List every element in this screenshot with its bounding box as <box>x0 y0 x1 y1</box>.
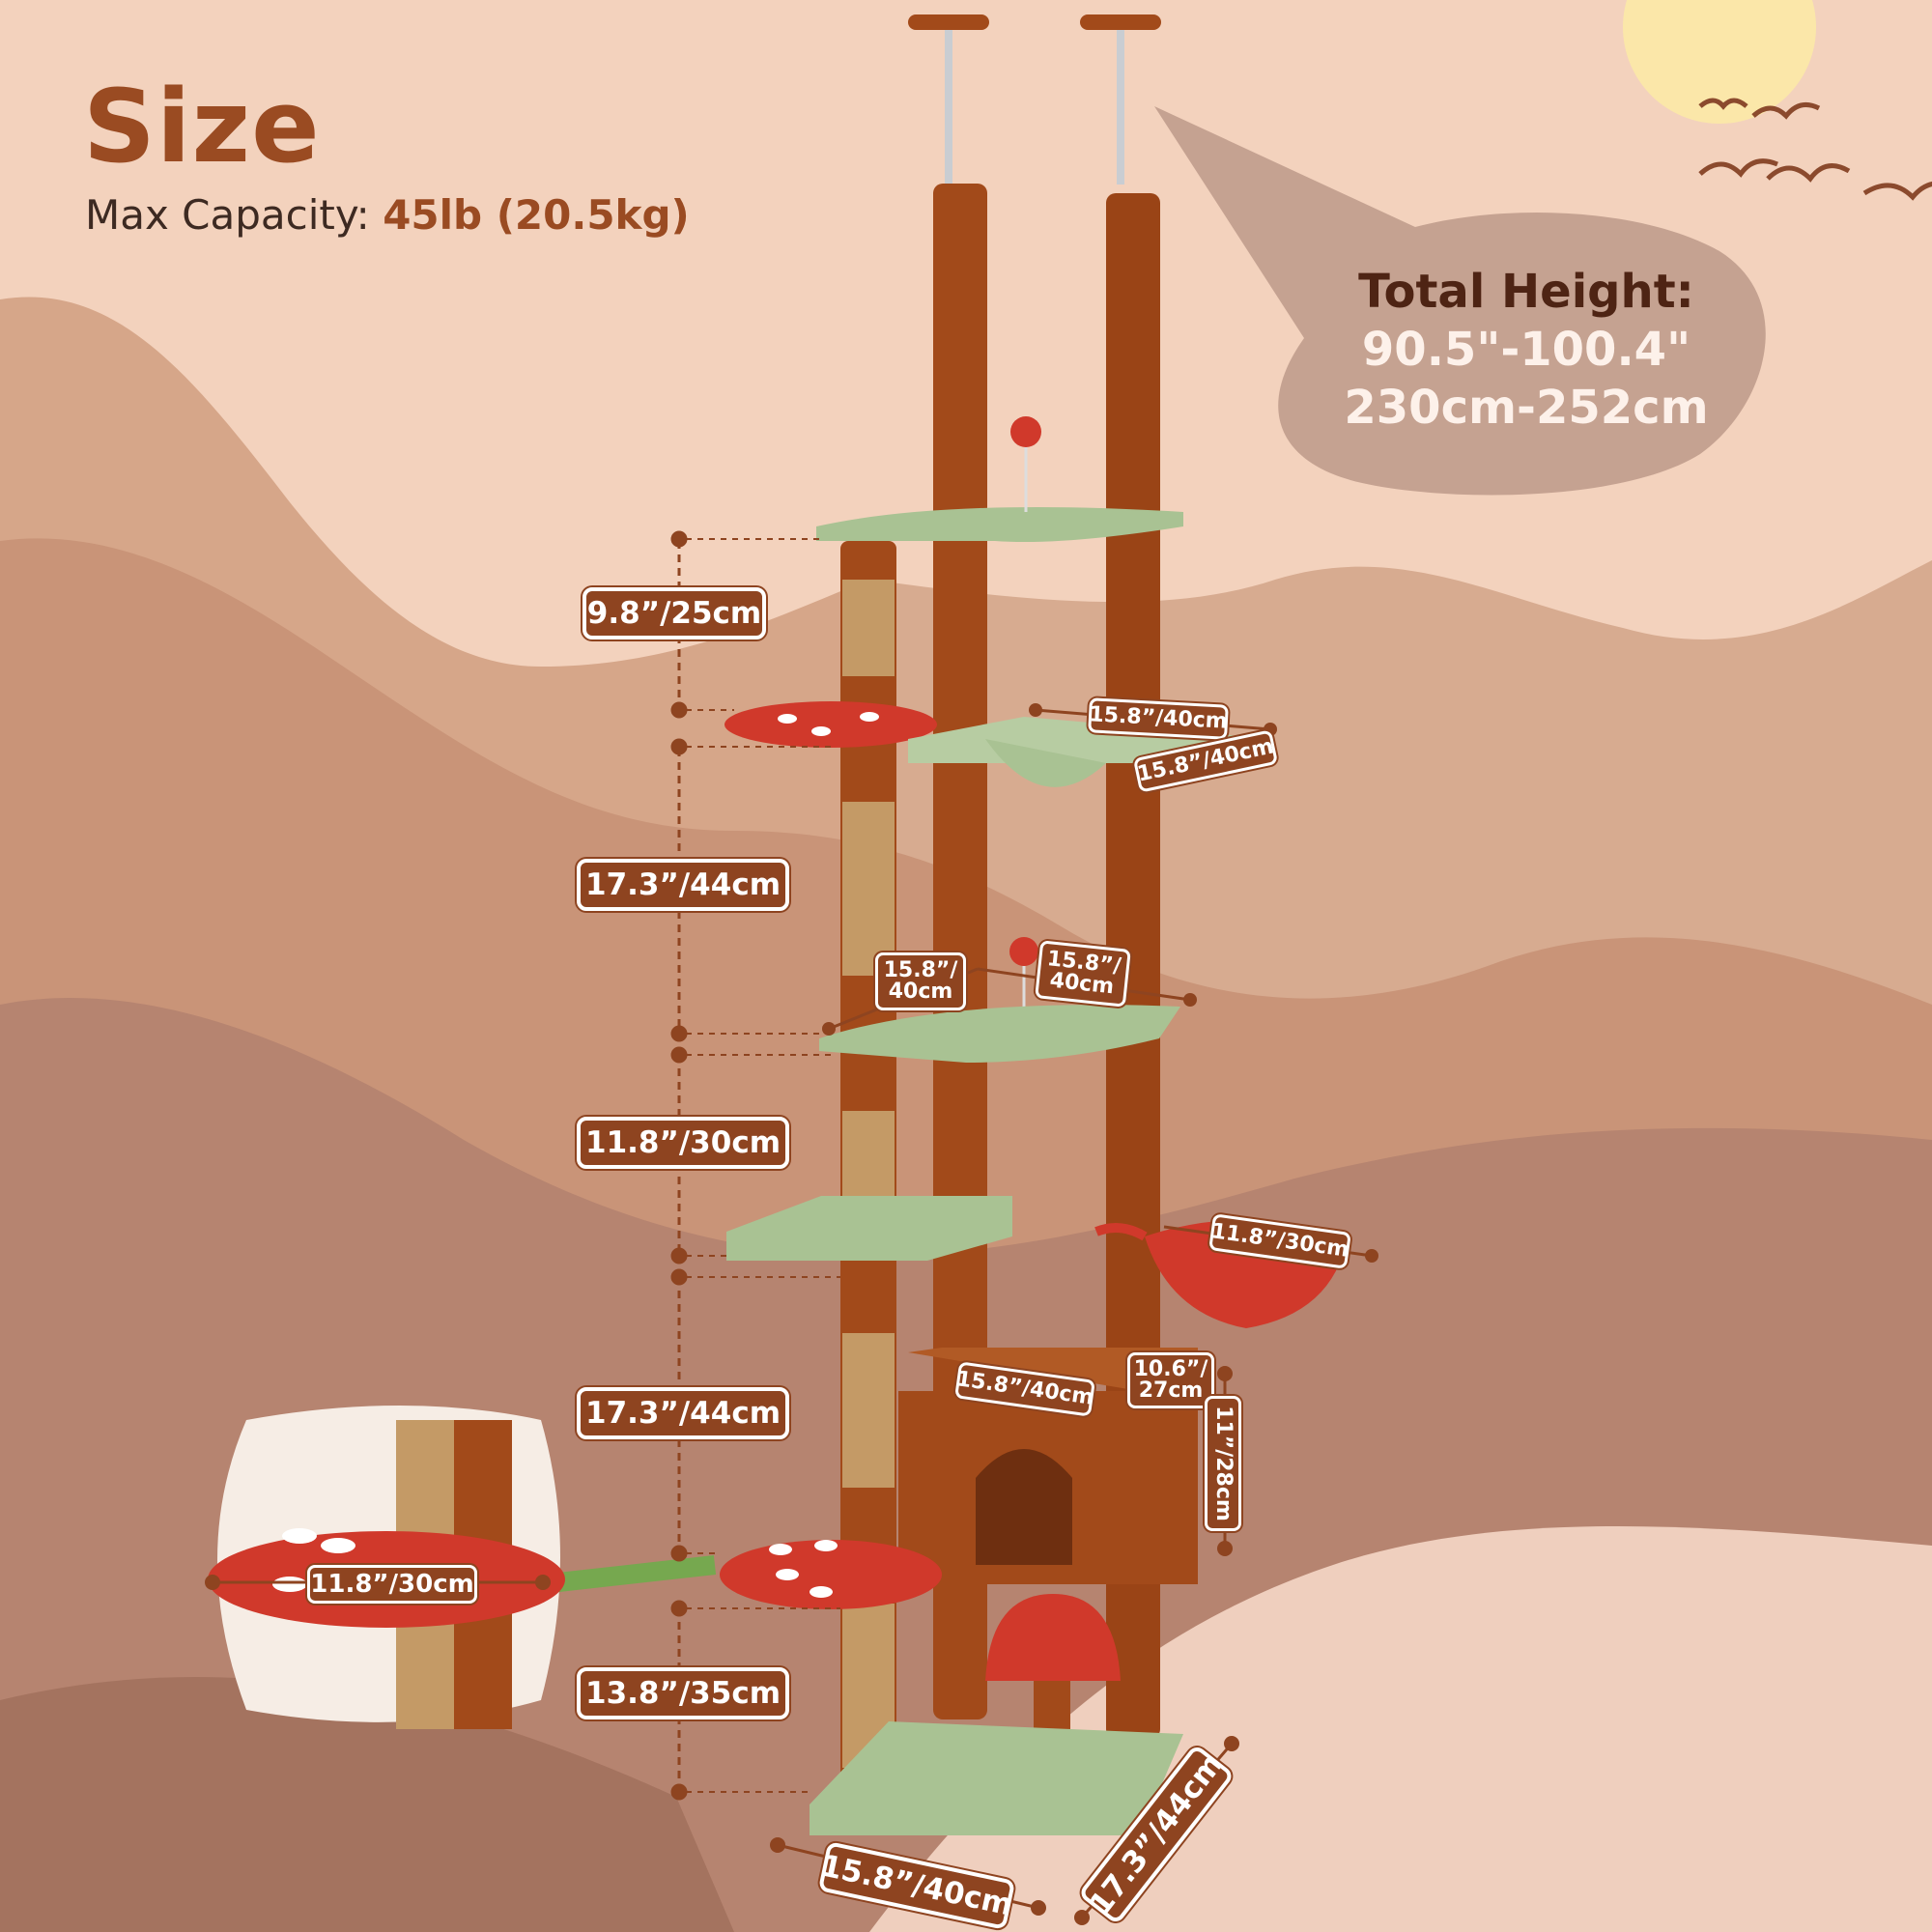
mushroom-platform-lower <box>720 1540 942 1609</box>
dimension-label-lower-gap: 17.3”/44cm <box>577 1387 789 1439</box>
ceiling-tensioner-right <box>1080 14 1161 185</box>
total-height-text: Total Height: 90.5"-100.4" 230cm-252cm <box>1294 263 1758 437</box>
sisal-section <box>842 580 895 676</box>
page-title: Size <box>83 68 321 185</box>
middle-platform-right-label: 15.8”/ 40cm <box>1035 940 1131 1008</box>
mushroom-cap <box>985 1594 1121 1681</box>
mushroom-platform-upper <box>724 701 937 748</box>
ceiling-tensioner-left <box>908 14 989 185</box>
capacity-value: 45lb (20.5kg) <box>383 191 690 239</box>
dimension-label-middle-gap: 11.8”/30cm <box>577 1117 789 1169</box>
condo-height-label: 11”/28cm <box>1205 1396 1241 1531</box>
zoom-detail <box>208 1406 717 1729</box>
dimension-label-top-gap: 9.8”/25cm <box>582 587 766 639</box>
max-capacity: Max Capacity: 45lb (20.5kg) <box>85 191 690 239</box>
middle-platform-left-label: 15.8”/ 40cm <box>875 952 966 1010</box>
dimension-extensions <box>686 538 840 1793</box>
dimension-label-upper-gap: 17.3”/44cm <box>577 859 789 911</box>
toy-ball-icon <box>1010 416 1041 447</box>
top-platform <box>816 507 1183 542</box>
sisal-section <box>842 1333 895 1488</box>
mushroom-platform-diameter-label: 11.8”/30cm <box>307 1565 477 1604</box>
condo-door <box>976 1449 1072 1565</box>
base-board <box>810 1721 1183 1835</box>
capacity-label: Max Capacity: <box>85 191 370 239</box>
hill-front-left <box>0 1677 734 1932</box>
toy-ball-icon <box>1009 937 1038 966</box>
total-height-inches: 90.5"-100.4" <box>1361 323 1691 377</box>
total-height-cm: 230cm-252cm <box>1344 381 1709 435</box>
sun <box>1623 0 1816 124</box>
sisal-section <box>842 1111 895 1198</box>
total-height-label: Total Height: <box>1358 265 1694 319</box>
sisal-section <box>842 802 895 976</box>
post-rear-left <box>933 184 987 1719</box>
hammock-width-label: 15.8”/40cm <box>1088 697 1229 740</box>
lower-platform <box>726 1196 1012 1261</box>
middle-platform <box>819 1005 1180 1063</box>
condo-depth-label: 10.6”/ 27cm <box>1127 1352 1214 1408</box>
birds-icon <box>1698 98 1932 201</box>
total-height-bubble <box>1154 106 1766 496</box>
dimension-label-bottom-gap: 13.8”/35cm <box>577 1667 789 1719</box>
